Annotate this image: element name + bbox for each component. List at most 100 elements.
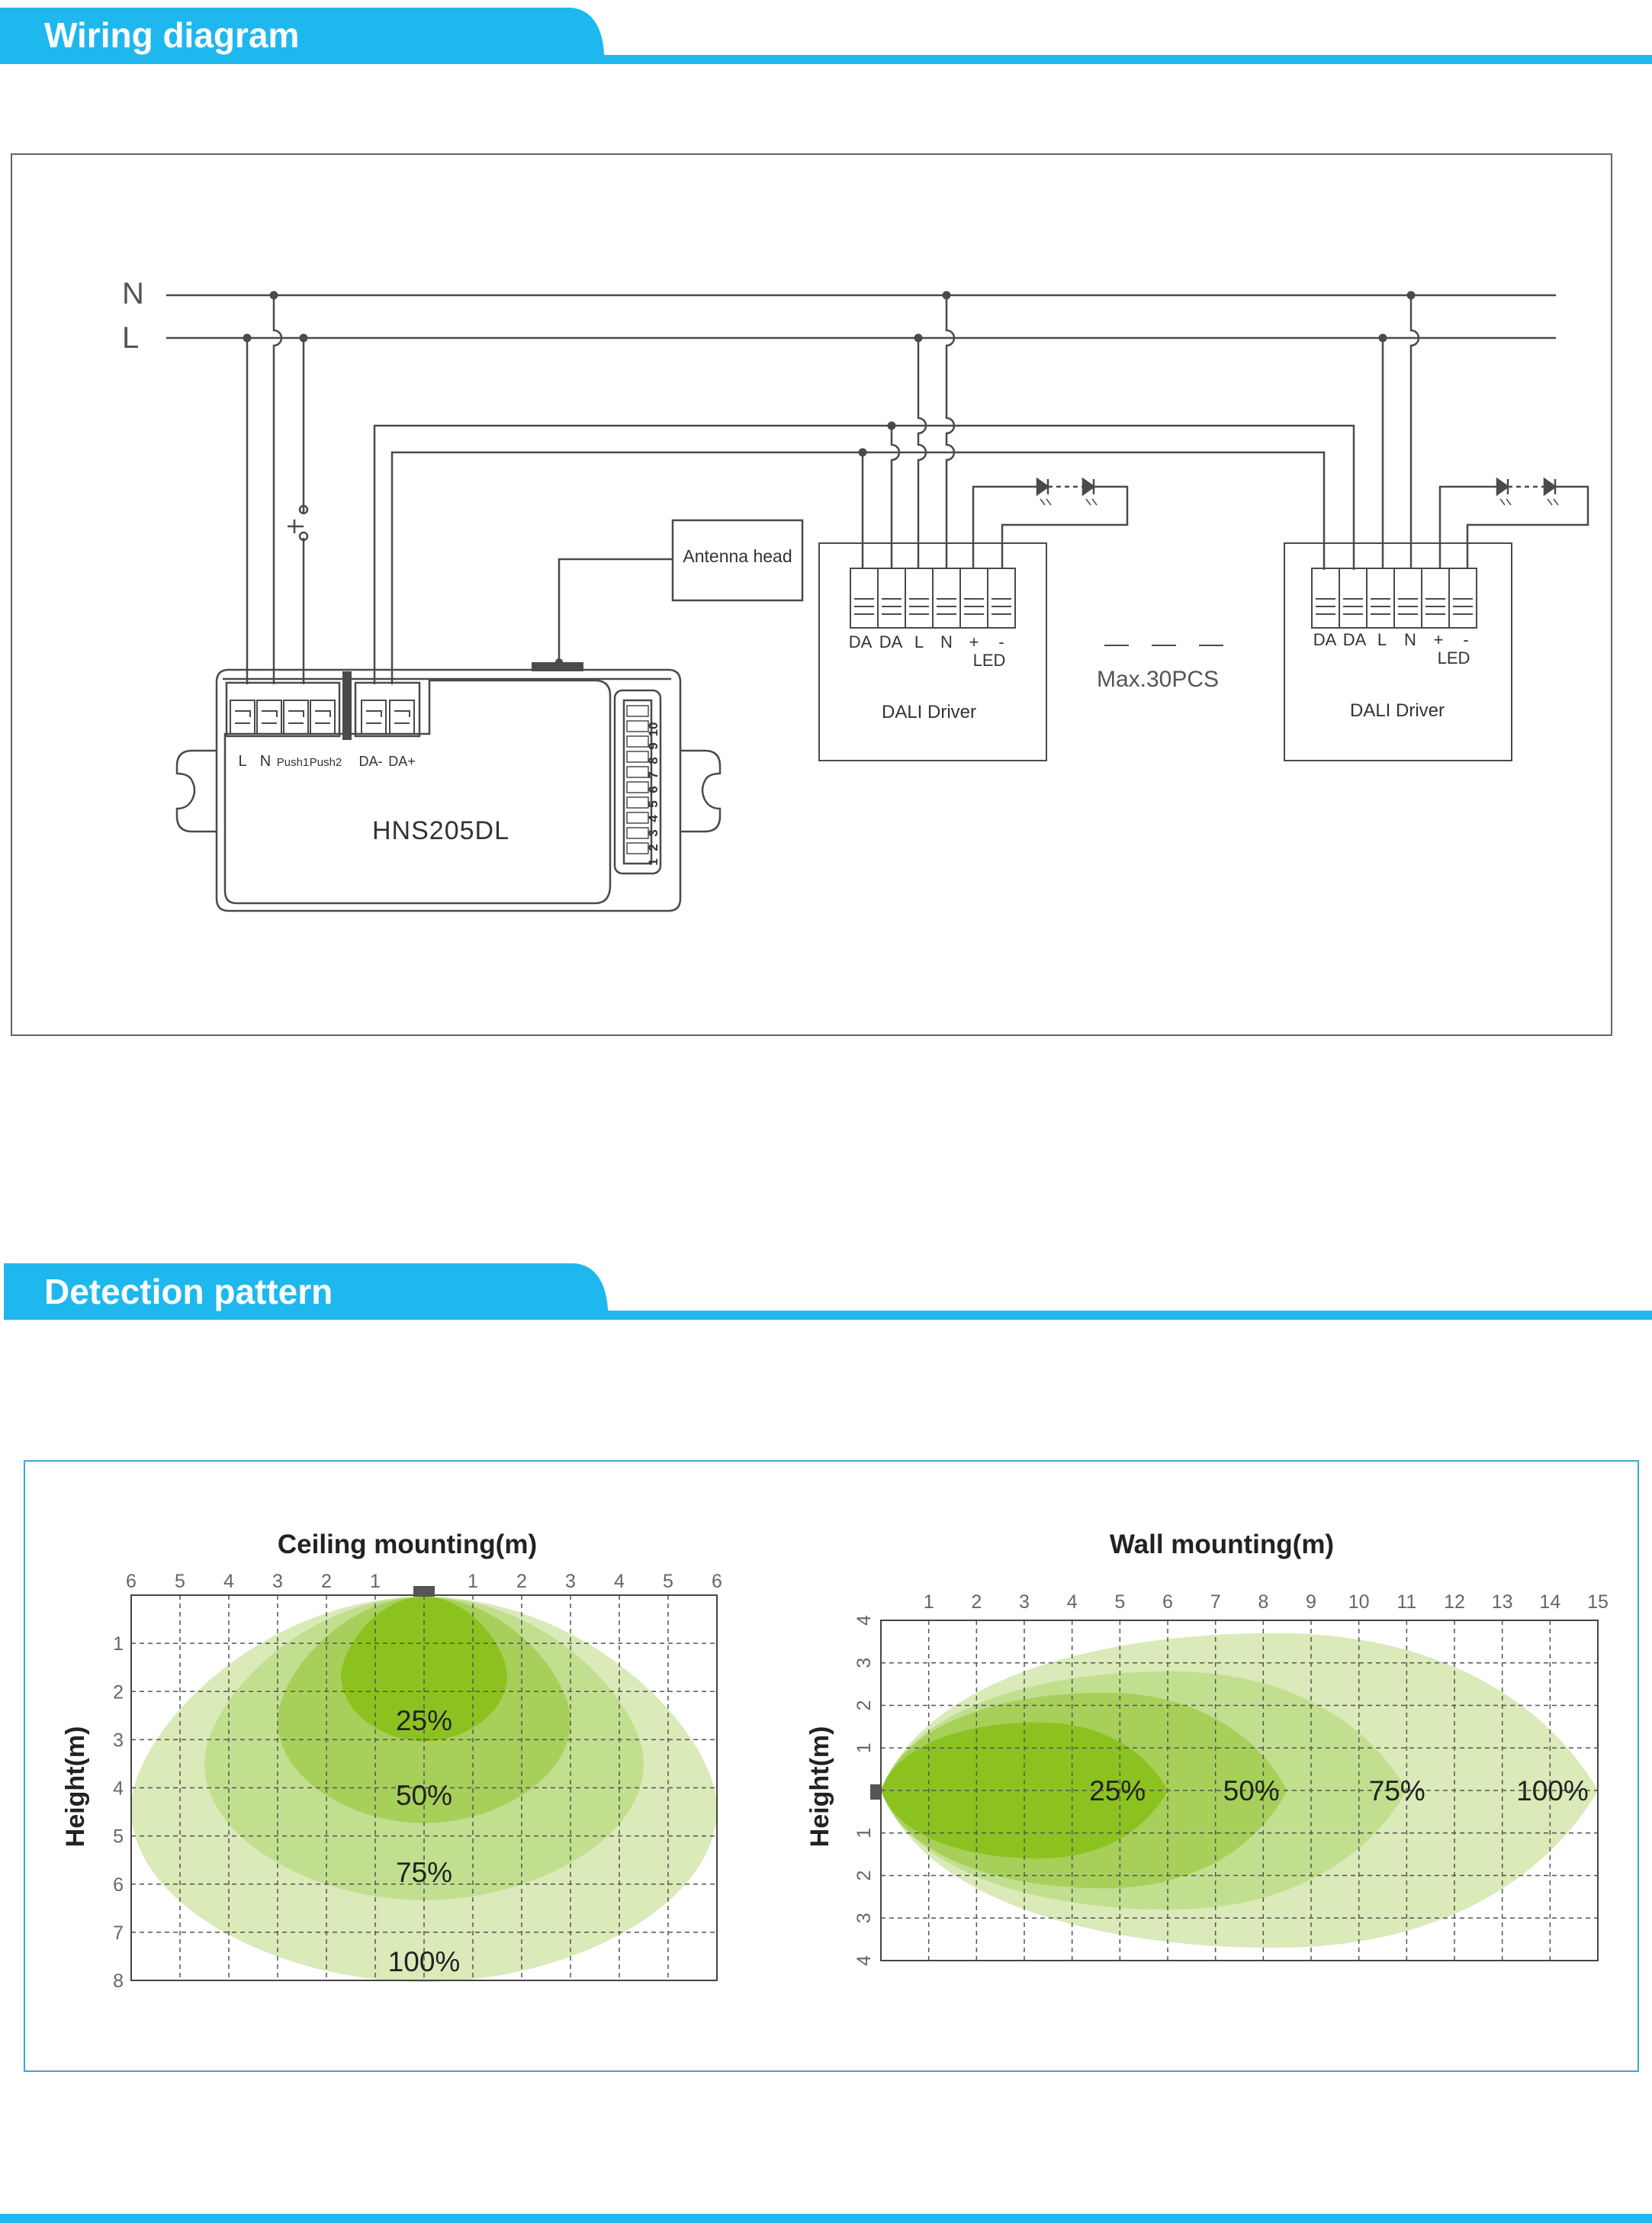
driver-terminal-label: -	[998, 632, 1004, 651]
x-tick-label: 6	[1162, 1591, 1173, 1613]
dip-number: 3	[646, 829, 660, 836]
y-tick-label: 2	[113, 1681, 124, 1703]
ceiling-grid	[130, 1594, 718, 1981]
x-tick-label: 15	[1587, 1591, 1609, 1613]
wiring-diagram	[11, 153, 1612, 1036]
wire-driver1-led-plus	[972, 485, 1037, 568]
diode-icon	[1496, 477, 1510, 497]
dip-number: 4	[646, 815, 660, 822]
x-tick-label: 4	[1067, 1591, 1078, 1613]
dip-number: 1	[646, 858, 660, 865]
y-tick-label: 5	[113, 1826, 124, 1848]
x-tick-label: 12	[1444, 1591, 1465, 1613]
driver2-terminal-labels: DA DA L N + -	[1313, 630, 1469, 649]
sensor-terminal	[389, 700, 415, 735]
driver1-label: DALI Driver	[882, 702, 976, 722]
sensor-terminal-label: L	[238, 753, 246, 770]
y-tick-label: 2	[853, 1700, 875, 1711]
sensor-terminal	[361, 700, 387, 735]
junction-dot	[858, 448, 867, 457]
sensor-terminal-label: Push2	[310, 756, 342, 769]
chart-title: Wall mounting(m)	[1110, 1530, 1334, 1559]
x-tick-label: 6	[126, 1571, 137, 1592]
sensor-divider	[342, 671, 352, 740]
wiring-header-rule	[0, 55, 1652, 64]
junction-dot	[243, 333, 252, 343]
x-tick-label: 5	[1114, 1591, 1125, 1613]
wire-driver1-l	[917, 338, 927, 568]
x-tick-label: 1	[924, 1591, 934, 1613]
led-diodes-2	[1496, 477, 1561, 506]
antenna-head-box	[671, 519, 804, 602]
diode-icon	[1082, 477, 1096, 497]
bus-label-n: N	[122, 277, 144, 310]
x-tick-label: 2	[321, 1571, 332, 1592]
driver-terminal-label: L	[1377, 630, 1387, 649]
dip-switch	[626, 720, 649, 732]
driver-terminal-label: L	[914, 632, 924, 651]
antenna-wire	[558, 558, 673, 662]
push-switch-contact-top	[298, 504, 309, 515]
y-tick-label: 4	[853, 1615, 875, 1626]
sensor-terminal-block-dali	[354, 681, 421, 738]
dip-numbers: 1 2 3 4 5 6 7 8 9 10	[646, 722, 660, 866]
x-tick-label: 7	[1210, 1591, 1221, 1613]
x-tick-label: 2	[516, 1571, 527, 1592]
junction-dot	[299, 333, 308, 343]
junction-dot	[942, 291, 951, 300]
x-tick-label: 3	[272, 1571, 283, 1592]
dip-number: 9	[646, 742, 660, 749]
detection-section-title: Detection pattern	[44, 1272, 333, 1311]
wiring-frame	[11, 153, 1612, 1036]
dip-switch	[626, 842, 649, 854]
sensor-terminal	[283, 700, 309, 735]
dip-switches	[626, 705, 649, 854]
junction-dots	[243, 291, 1416, 457]
wiring-section-title: Wiring diagram	[44, 15, 299, 55]
y-tick-label: 3	[853, 1658, 875, 1668]
sensor-mount-ear-left	[175, 749, 217, 833]
sensor-terminal-label: N	[260, 753, 271, 770]
junction-dot	[1406, 291, 1416, 300]
wiring-section-header: Wiring diagram	[0, 8, 1652, 64]
dip-number: 2	[646, 844, 660, 851]
x-tick-label: 5	[175, 1571, 185, 1592]
dip-number: 6	[646, 786, 660, 793]
x-tick-label: 1	[370, 1571, 381, 1592]
wire-dali-da-plus	[391, 451, 1326, 684]
diode-rays	[1499, 498, 1512, 506]
wire-driver2-n	[1409, 295, 1420, 568]
x-tick-label: 8	[1258, 1591, 1268, 1613]
wire-driver2-led-plus	[1438, 485, 1497, 568]
sensor-terminal-label: Push1	[277, 756, 310, 769]
sensor-front-plate	[223, 679, 612, 905]
y-tick-label: 1	[853, 1742, 875, 1753]
max-drivers-label: Max.30PCS	[1097, 667, 1219, 692]
driver-terminal-label: +	[1434, 630, 1444, 649]
dip-switch	[626, 781, 649, 793]
wall-sensor-marker	[870, 1784, 881, 1800]
detection-header-rule	[4, 1311, 1652, 1320]
y-tick-label: 7	[113, 1922, 124, 1944]
sensor-model-label: HNS205DL	[372, 816, 509, 845]
detection-header-tab	[4, 1263, 608, 1320]
sensor-terminals	[230, 700, 415, 735]
ceiling-zone-labels: 100%75%50%25%	[388, 1705, 461, 1977]
sensor-outline	[215, 668, 682, 912]
wire-driver2-led-minus	[1466, 485, 1589, 568]
wire-driver1-da2	[890, 426, 901, 568]
driver-terminal-label: DA	[1343, 630, 1367, 649]
zone-label: 25%	[396, 1705, 452, 1736]
driver-terminal-label: +	[969, 632, 979, 651]
junction-dot	[887, 421, 896, 430]
dip-number: 8	[646, 757, 660, 764]
diode-rays	[1085, 498, 1098, 506]
driver-terminal-label: N	[1404, 630, 1416, 649]
zone-label: 50%	[1223, 1775, 1280, 1806]
x-tick-label: 1	[468, 1571, 478, 1592]
dali-driver-2	[1284, 542, 1512, 761]
sensor-terminal	[256, 700, 282, 735]
driver1-led-label: LED	[973, 651, 1006, 670]
zone-label: 100%	[1516, 1775, 1589, 1806]
